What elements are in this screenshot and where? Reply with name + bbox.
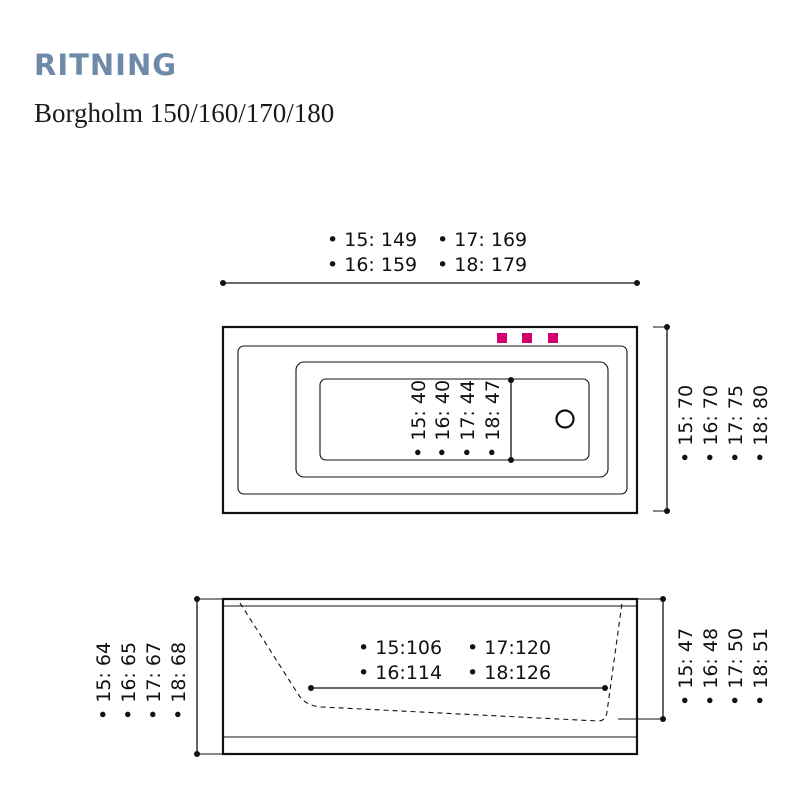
length-label: • 15: 149 (327, 229, 417, 251)
dimension-endpoint (664, 508, 670, 514)
inner-width-label: • 15: 40 (408, 380, 430, 458)
width-label: • 18: 80 (750, 385, 772, 463)
dimension-endpoint (194, 596, 200, 602)
tub-basin (295, 361, 609, 478)
height-label: • 17: 67 (143, 642, 165, 720)
bottom-length-label: • 16:114 (358, 662, 442, 684)
width-label: • 15: 70 (675, 385, 697, 463)
length-label: • 18: 179 (437, 254, 527, 276)
height-label: • 16: 65 (118, 642, 140, 720)
page-subtitle: Borgholm 150/160/170/180 (34, 98, 335, 128)
dimension-endpoint (220, 280, 226, 286)
tap-marker (497, 333, 507, 343)
length-label: • 17: 169 (437, 229, 527, 251)
tub-bottom (319, 378, 590, 461)
depth-label: • 16: 48 (700, 628, 722, 706)
depth-label: • 18: 51 (750, 628, 772, 706)
tap-marker (548, 333, 558, 343)
dimension-endpoint (660, 596, 666, 602)
width-label: • 16: 70 (700, 385, 722, 463)
bottom-length-label: • 18:126 (467, 662, 551, 684)
tub-side-outline (221, 597, 639, 756)
basin-profile-dashed (239, 602, 623, 722)
depth-label: • 15: 47 (675, 628, 697, 706)
dimension-endpoint (634, 280, 640, 286)
depth-label: • 17: 50 (725, 628, 747, 706)
bottom-length-label: • 17:120 (467, 637, 551, 659)
page-title: RITNING (34, 48, 178, 82)
dimension-endpoint (508, 457, 514, 463)
tap-marker (522, 333, 532, 343)
dimension-endpoint (308, 685, 314, 691)
width-label: • 17: 75 (725, 385, 747, 463)
height-label: • 15: 64 (93, 642, 115, 720)
inner-width-label: • 18: 47 (482, 380, 504, 458)
tub-outer-rim (221, 325, 639, 515)
length-label: • 16: 159 (327, 254, 417, 276)
height-label: • 18: 68 (168, 642, 190, 720)
top-view: • 15: 149 • 17: 169 • 16: 159 • 18: 179 … (220, 229, 772, 515)
side-view: • 15:106 • 17:120 • 16:114 • 18:126 • 15… (93, 596, 772, 757)
dimension-endpoint (602, 685, 608, 691)
bottom-length-label: • 15:106 (358, 637, 442, 659)
dimension-endpoint (660, 716, 666, 722)
drain-icon (555, 409, 575, 429)
dimension-endpoint (508, 377, 514, 383)
inner-width-label: • 17: 44 (457, 380, 479, 458)
tub-inner-rim (237, 345, 628, 495)
dimension-endpoint (194, 751, 200, 757)
dimension-endpoint (664, 324, 670, 330)
inner-width-label: • 16: 40 (432, 380, 454, 458)
